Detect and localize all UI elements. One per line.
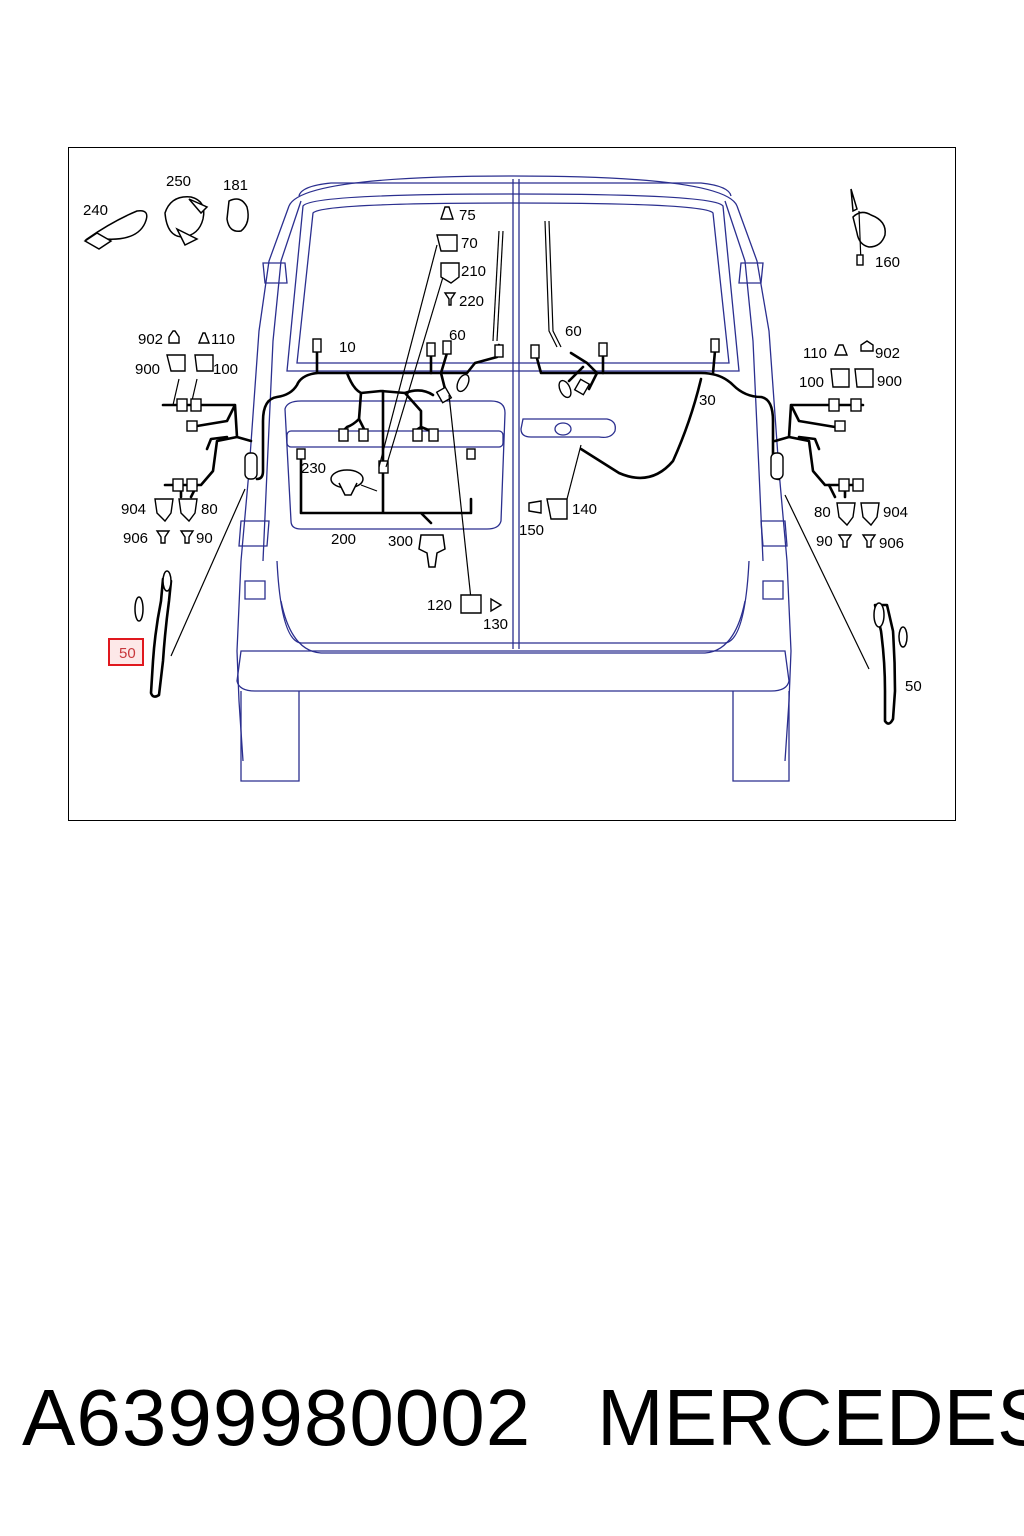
callout-140: 140 <box>572 501 597 518</box>
callout-110-left: 110 <box>211 331 235 348</box>
callout-70: 70 <box>461 235 478 252</box>
callout-50-left: 50 <box>119 645 136 662</box>
brand-name: MERCEDES <box>597 1373 1024 1462</box>
part-230-grommet <box>330 469 364 496</box>
callout-181: 181 <box>223 177 248 194</box>
callout-240: 240 <box>83 202 108 219</box>
footer-row: A6399980002 MERCEDES <box>0 1370 1024 1470</box>
callout-60-right: 60 <box>565 323 582 340</box>
wiring-harness-diagram: 240 250 181 160 75 70 210 220 10 60 60 3… <box>83 173 922 782</box>
left-branch-harness <box>161 378 258 499</box>
right-branch-harness <box>770 398 865 499</box>
callout-902-left: 902 <box>138 331 163 348</box>
highlighted-callout-box <box>108 638 144 666</box>
main-harness <box>255 220 781 481</box>
callout-904-right: 904 <box>883 504 908 521</box>
part-181-grommet <box>226 198 249 232</box>
callout-904-left: 904 <box>121 501 146 518</box>
callout-50-right: 50 <box>905 678 922 695</box>
callout-labels: 240 250 181 160 75 70 210 220 10 60 60 3… <box>83 173 922 695</box>
part-300-clip <box>418 534 446 568</box>
part-number: A6399980002 <box>22 1373 532 1462</box>
callout-150: 150 <box>519 522 544 539</box>
callout-80-right: 80 <box>814 504 831 521</box>
part-250-clip <box>164 196 209 247</box>
plate-lamp-harness <box>296 244 582 600</box>
callout-210: 210 <box>461 263 486 280</box>
callout-900-right: 900 <box>877 373 902 390</box>
callout-100-left: 100 <box>213 361 238 378</box>
callout-300: 300 <box>388 533 413 550</box>
callout-60-left: 60 <box>449 327 466 344</box>
callout-230: 230 <box>301 460 326 477</box>
callout-902-right: 902 <box>875 345 900 362</box>
callout-130: 130 <box>483 616 508 633</box>
callout-906-right: 906 <box>879 535 904 552</box>
part-50-right-harness <box>784 494 908 725</box>
callout-10: 10 <box>339 339 356 356</box>
callout-110-right: 110 <box>803 345 827 362</box>
parts-diagram-frame: 240 250 181 160 75 70 210 220 10 60 60 3… <box>68 147 956 821</box>
callout-160: 160 <box>875 254 900 271</box>
van-body-outline <box>236 175 792 782</box>
callout-220: 220 <box>459 293 484 310</box>
part-160-bolt <box>850 188 886 266</box>
harness-connectors-upper <box>312 338 720 442</box>
callout-906-left: 906 <box>123 530 148 547</box>
callout-100-right: 100 <box>799 374 824 391</box>
callout-30: 30 <box>699 392 716 409</box>
callout-75: 75 <box>459 207 476 224</box>
callout-90-left: 90 <box>196 530 213 547</box>
part-50-left-harness <box>134 488 246 698</box>
callout-250: 250 <box>166 173 191 190</box>
callout-900-left: 900 <box>135 361 160 378</box>
callout-120: 120 <box>427 597 452 614</box>
callout-80-left: 80 <box>201 501 218 518</box>
callout-200: 200 <box>331 531 356 548</box>
part-240-cable-tie <box>83 210 148 250</box>
callout-90-right: 90 <box>816 533 833 550</box>
connector-symbols <box>154 206 880 614</box>
